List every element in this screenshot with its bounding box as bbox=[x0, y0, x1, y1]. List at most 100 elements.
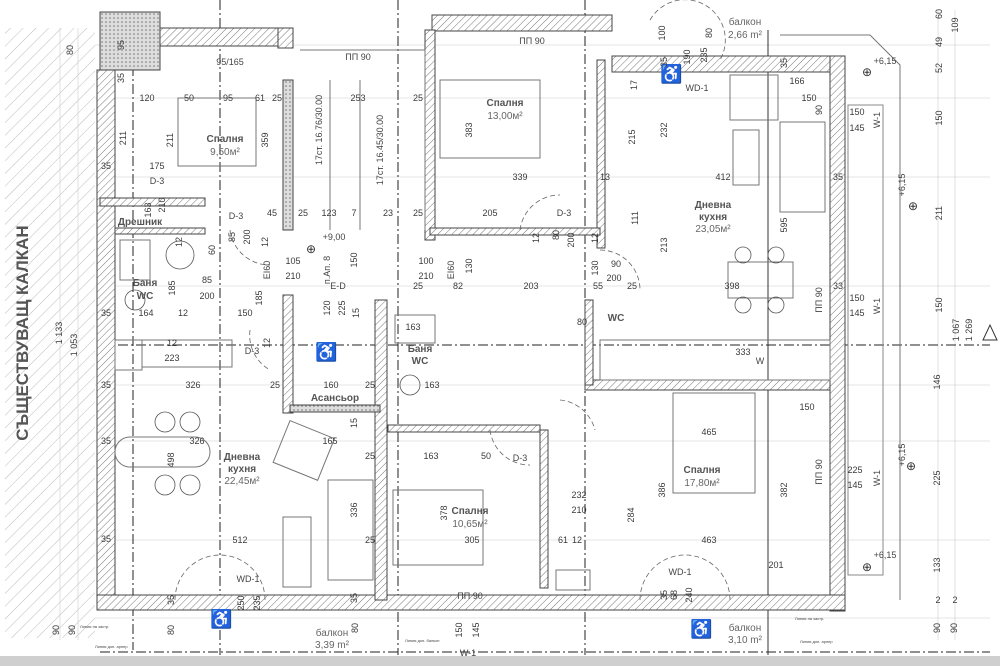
dimension: 201 bbox=[768, 560, 783, 570]
dimension: 130 bbox=[590, 260, 600, 275]
dimension: 211 bbox=[934, 206, 944, 220]
dimension: 123 bbox=[321, 208, 336, 218]
dimension: 412 bbox=[715, 172, 730, 182]
dimension: 100 bbox=[418, 256, 433, 266]
dimension: 60 bbox=[934, 9, 944, 19]
dimension: 165 bbox=[322, 436, 337, 446]
living-kitchen-2-area: 22,45м² bbox=[224, 476, 260, 487]
dimensions: 80 95 35 120 50 95 61 25 253 25 211 211 … bbox=[51, 9, 974, 638]
dimension: 95 bbox=[116, 40, 126, 50]
dimension: 35 bbox=[779, 58, 789, 68]
tag-d3: D-3 bbox=[557, 208, 572, 218]
dimension: 205 bbox=[482, 208, 497, 218]
section-marker-icon bbox=[982, 323, 998, 341]
closet-name: Дрешник bbox=[118, 217, 163, 228]
dimension: 215 bbox=[627, 129, 637, 144]
dimension: 15 bbox=[351, 308, 361, 318]
elevation-615: +6,15 bbox=[897, 174, 907, 197]
accessibility-icons: ♿ ♿ ♿ ♿ bbox=[210, 63, 712, 639]
dimension: 12 bbox=[590, 233, 600, 243]
dimension: 250 bbox=[236, 595, 246, 610]
dimension: 398 bbox=[724, 281, 739, 291]
dimension: 25 bbox=[627, 281, 637, 291]
bedroom-3-area: 10,65м² bbox=[452, 519, 488, 530]
dimension: 133 bbox=[932, 557, 942, 572]
dimension: 85 bbox=[227, 232, 237, 242]
tag-pp90: ПП 90 bbox=[814, 287, 824, 312]
dimension: 1 133 bbox=[54, 322, 64, 345]
dimension: 25 bbox=[365, 535, 375, 545]
wc-name: WC bbox=[608, 313, 625, 324]
dimension: 378 bbox=[439, 505, 449, 520]
dimension: 326 bbox=[185, 380, 200, 390]
dimension: 200 bbox=[606, 273, 621, 283]
bedroom-4-area: 17,80м² bbox=[684, 478, 720, 489]
dimension: 80 bbox=[166, 625, 176, 635]
elevation-900: +9,00 bbox=[323, 232, 346, 242]
dimension: 25 bbox=[413, 93, 423, 103]
dimension: 465 bbox=[701, 427, 716, 437]
dimension: 240 bbox=[684, 587, 694, 602]
elevation-marker-icon: ⊕ bbox=[862, 560, 872, 574]
dimension: 211 bbox=[118, 131, 128, 145]
dimension: 235 bbox=[252, 595, 262, 610]
dimension: 25 bbox=[270, 380, 280, 390]
dimension: 339 bbox=[512, 172, 527, 182]
dimension: 150 bbox=[934, 110, 944, 125]
dimension: 95 bbox=[223, 93, 233, 103]
dimension: 25 bbox=[365, 380, 375, 390]
wheelchair-icon: ♿ bbox=[660, 63, 682, 84]
dimension: 85 bbox=[202, 275, 212, 285]
dimension: 336 bbox=[349, 502, 359, 517]
note-build-line: Линия на застр. bbox=[80, 624, 109, 629]
bedroom-2-area: 13,00м² bbox=[487, 111, 523, 122]
dimension: 1 067 bbox=[951, 319, 961, 342]
tag-e60: EI60 bbox=[446, 261, 456, 280]
dimension: 45 bbox=[267, 208, 277, 218]
dimension: 90 bbox=[51, 625, 61, 635]
dimension: 150 bbox=[237, 308, 252, 318]
elevation-marker-icon: ⊕ bbox=[862, 65, 872, 79]
dimension: 13 bbox=[600, 172, 610, 182]
dimension: 210 bbox=[157, 197, 167, 212]
dimension: 90 bbox=[67, 625, 77, 635]
dimension: 175 bbox=[149, 161, 164, 171]
dimension: 35 bbox=[101, 534, 111, 544]
element-tags: ПП 90 ПП 90 ПП 90 ПП 90 ПП 90 WD-1 WD-1 … bbox=[80, 36, 907, 658]
dimension: 109 bbox=[950, 17, 960, 32]
elevation-615: +6,15 bbox=[874, 550, 897, 560]
dimension: 190 bbox=[682, 49, 692, 64]
dimension: 232 bbox=[571, 490, 586, 500]
living-kitchen-1-name: Дневна bbox=[695, 200, 732, 211]
dimension: 163 bbox=[405, 322, 420, 332]
washer-label: W bbox=[756, 356, 765, 366]
dimension: 1 053 bbox=[69, 334, 79, 357]
dimension: 105 bbox=[285, 256, 300, 266]
dimension: 163 bbox=[424, 380, 439, 390]
bedroom-4-name: Спалня bbox=[683, 465, 720, 476]
dimension: 35 bbox=[101, 436, 111, 446]
dimension: 512 bbox=[232, 535, 247, 545]
dimension: 163 bbox=[423, 451, 438, 461]
existing-firewall-hatch bbox=[5, 28, 95, 638]
dimension: 2 bbox=[952, 595, 957, 605]
room-labels: Спалня 9,50м² Спалня 13,00м² Дневна кухн… bbox=[118, 16, 763, 651]
dimension: 146 bbox=[932, 374, 942, 389]
elevation-marker-icon: ⊕ bbox=[306, 242, 316, 256]
dimension: 50 bbox=[481, 451, 491, 461]
dimension: 82 bbox=[453, 281, 463, 291]
dimension: 80 bbox=[577, 317, 587, 327]
window-box-label: 95/165 bbox=[216, 57, 244, 67]
dimension: 145 bbox=[471, 622, 481, 637]
living-kitchen-1-name2: кухня bbox=[699, 212, 727, 223]
wheelchair-icon: ♿ bbox=[690, 618, 712, 639]
dimension: 235 bbox=[699, 47, 709, 62]
dimension: 253 bbox=[350, 93, 365, 103]
dimension: 35 bbox=[166, 595, 176, 605]
dimension: 359 bbox=[260, 132, 270, 147]
tag-w1: W-1 bbox=[460, 648, 476, 658]
dimension: 23 bbox=[383, 208, 393, 218]
dimension: 35 bbox=[659, 57, 669, 67]
dimension: 12 bbox=[572, 535, 582, 545]
dimension: 25 bbox=[298, 208, 308, 218]
